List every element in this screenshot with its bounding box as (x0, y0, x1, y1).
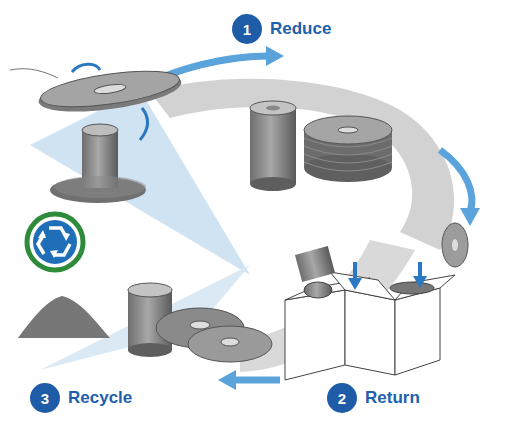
arrow-head (266, 46, 284, 66)
cycle-arrow (160, 56, 268, 78)
step-node: 2 Return (327, 383, 420, 413)
step-label: Recycle (68, 388, 132, 408)
lift-arrow (72, 64, 100, 72)
shredded-pile (18, 296, 110, 338)
arrow-head (348, 278, 362, 290)
step-label: Return (365, 388, 420, 408)
falling-core (295, 246, 335, 282)
step-node: 3 Recycle (30, 383, 132, 413)
step-number: 1 (232, 14, 262, 44)
disk-stack (304, 116, 392, 182)
recycled-disks (156, 308, 272, 362)
step-number: 2 (327, 383, 357, 413)
cycle-arrow (232, 377, 280, 384)
drop-arrow (355, 262, 420, 280)
step-label: Reduce (270, 19, 331, 39)
falling-disk (442, 223, 468, 267)
recycle-symbol (27, 214, 83, 270)
return-boxes (285, 272, 455, 380)
arrow-head (460, 208, 480, 226)
wire (10, 69, 58, 78)
lifted-disk (36, 64, 183, 118)
arrow-head (413, 276, 427, 288)
lift-arrow (140, 108, 148, 140)
step-node: 1 Reduce (232, 14, 331, 44)
cycle-arrow (440, 150, 472, 212)
arrow-head (218, 370, 236, 390)
spool (50, 124, 146, 203)
step-number: 3 (30, 383, 60, 413)
cycle-wedge (30, 90, 250, 275)
core-cylinder (250, 101, 296, 191)
